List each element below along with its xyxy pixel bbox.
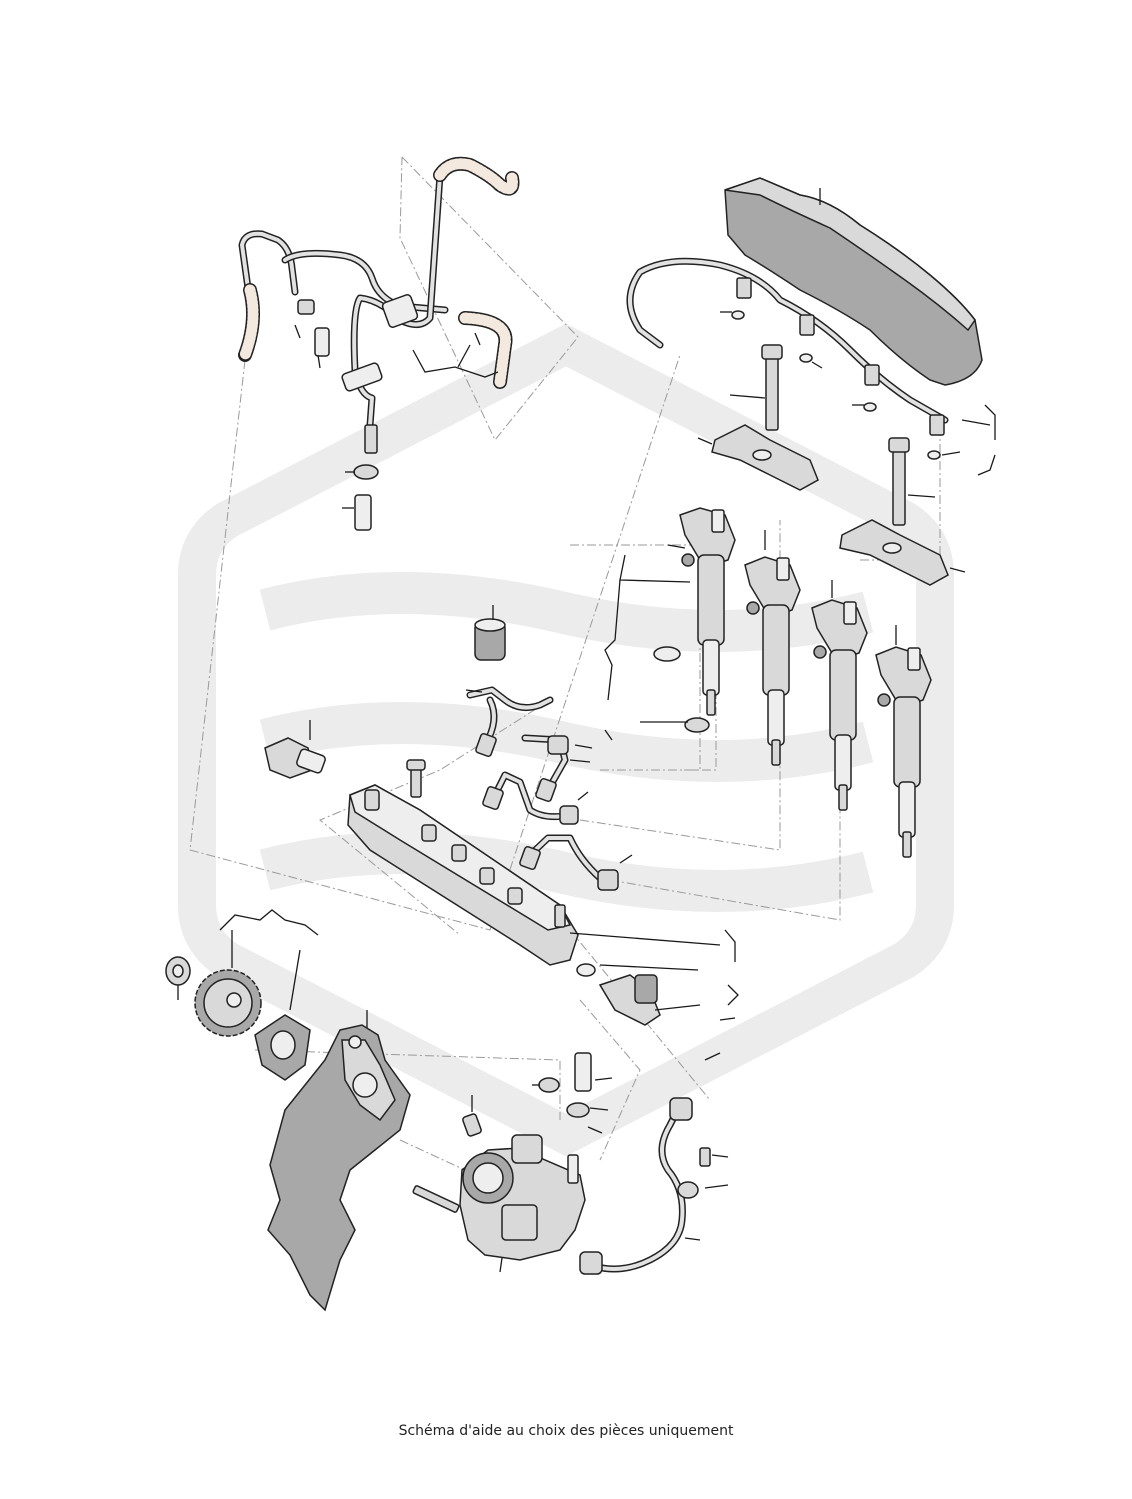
pump-fuel-hoses — [532, 1052, 613, 1134]
injector-4 — [875, 625, 932, 858]
injector-1 — [667, 507, 736, 716]
injector-seals — [604, 554, 710, 741]
pump-sprocket — [165, 909, 319, 1081]
common-rail — [347, 759, 736, 966]
small-block-and-pressure-sensor — [264, 605, 506, 779]
pressure-regulator-valve — [576, 963, 739, 1061]
high-pressure-pump — [412, 1095, 586, 1273]
hp-injector-pipes — [465, 686, 633, 891]
injector-2 — [744, 530, 801, 766]
timing-cover — [267, 1010, 411, 1312]
injector-clamps — [697, 344, 966, 586]
pump-feed-pipe — [579, 1097, 729, 1275]
injector-3 — [811, 580, 868, 811]
return-pipe-assembly — [238, 156, 520, 531]
disclaimer-caption: Schéma d'aide au choix des pièces unique… — [398, 1423, 734, 1439]
engine-cover-and-leakoff — [626, 177, 996, 476]
